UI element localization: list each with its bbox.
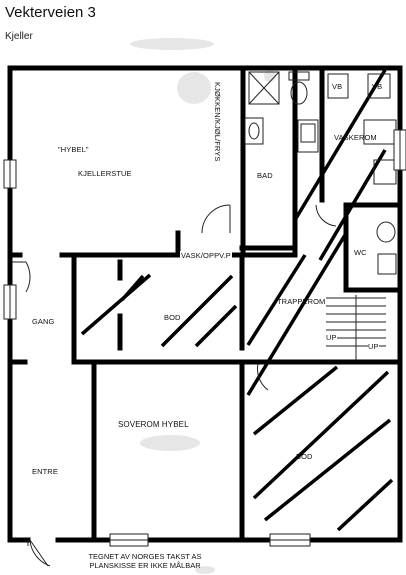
- room-label-bod-mid: BOD: [164, 313, 181, 322]
- room-label-vask-oppv: VASK/OPPV.P: [180, 251, 232, 260]
- room-label-up-1: UP: [326, 333, 337, 342]
- drawing-note-line-1: TEGNET AV NORGES TAKST AS: [88, 552, 202, 561]
- walls: [7, 65, 403, 543]
- room-label-vb-1: VB: [332, 82, 343, 91]
- fixtures: [3, 71, 406, 567]
- room-label-bad-upper: BAD: [257, 171, 273, 180]
- room-label-vb-2: VB: [372, 82, 383, 91]
- room-label-bod-large: BOD: [296, 452, 313, 461]
- drawing-note: TEGNET AV NORGES TAKST AS PLANSKISSE ER …: [0, 552, 290, 570]
- page-subtitle: Kjeller: [5, 31, 33, 42]
- drawing-note-line-2: PLANSKISSE ER IKKE MÅLBAR: [89, 561, 201, 570]
- room-label-hybel: "HYBEL": [58, 145, 89, 154]
- room-label-up-2: UP: [368, 342, 379, 351]
- room-label-soverom-hybel: SOVEROM HYBEL: [118, 420, 189, 429]
- room-label-gang: GANG: [32, 317, 55, 326]
- page-title: Vekterveien 3: [5, 4, 96, 21]
- room-label-vaskerom: VASKEROM: [334, 133, 377, 142]
- room-label-trapperom: TRAPPEROM: [277, 297, 326, 306]
- room-label-kjokken: KJØKKEN/KJØL/FRYS: [213, 82, 222, 162]
- redaction-marks: [130, 38, 276, 574]
- room-label-kjellerstue: KJELLERSTUE: [78, 169, 132, 178]
- room-label-entre: ENTRE: [32, 467, 58, 476]
- room-label-wc: WC: [354, 248, 367, 257]
